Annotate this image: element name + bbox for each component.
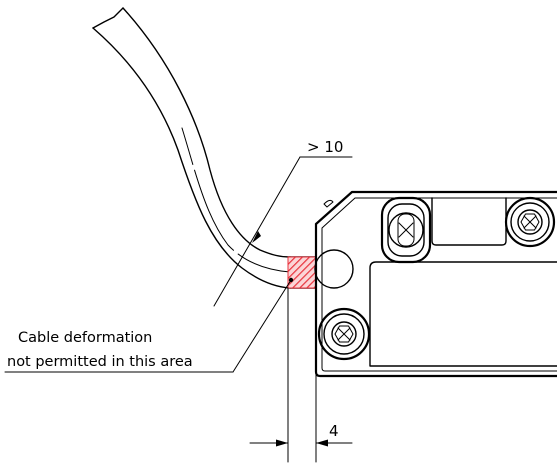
dimension-arrow-left — [276, 439, 288, 447]
no-deformation-area — [287, 256, 317, 289]
housing-corner-detail — [323, 199, 334, 208]
cable-cut-end — [92, 7, 124, 29]
deformation-note: Cable deformation not permitted in this … — [4, 277, 294, 373]
bend-radius-label: > 10 — [307, 138, 343, 156]
cable-inner-edge — [122, 7, 291, 258]
cable-outer-edge — [92, 27, 291, 289]
distance-dimension: 4 — [249, 287, 353, 463]
note-line-2: not permitted in this area — [7, 354, 193, 370]
distance-label: 4 — [329, 422, 339, 440]
sensor-housing — [314, 190, 557, 378]
note-leader-dot — [288, 277, 294, 283]
bend-radius-dimension: > 10 — [213, 138, 353, 307]
screw-bottom-left — [317, 307, 371, 361]
screw-top-right — [504, 196, 556, 248]
dimension-arrow-right — [316, 439, 328, 447]
housing-outline — [314, 190, 557, 378]
note-line-1: Cable deformation — [18, 330, 152, 346]
housing-inner-panel — [369, 261, 557, 367]
radius-arrowhead — [252, 231, 261, 243]
housing-upper-pocket — [431, 197, 507, 246]
slotted-screw-top-left — [380, 196, 432, 264]
cable — [92, 7, 317, 289]
note-leader-line — [232, 279, 292, 373]
led-indicator — [314, 249, 354, 289]
radius-leader-line — [213, 156, 301, 307]
cable-center-line — [181, 127, 291, 273]
